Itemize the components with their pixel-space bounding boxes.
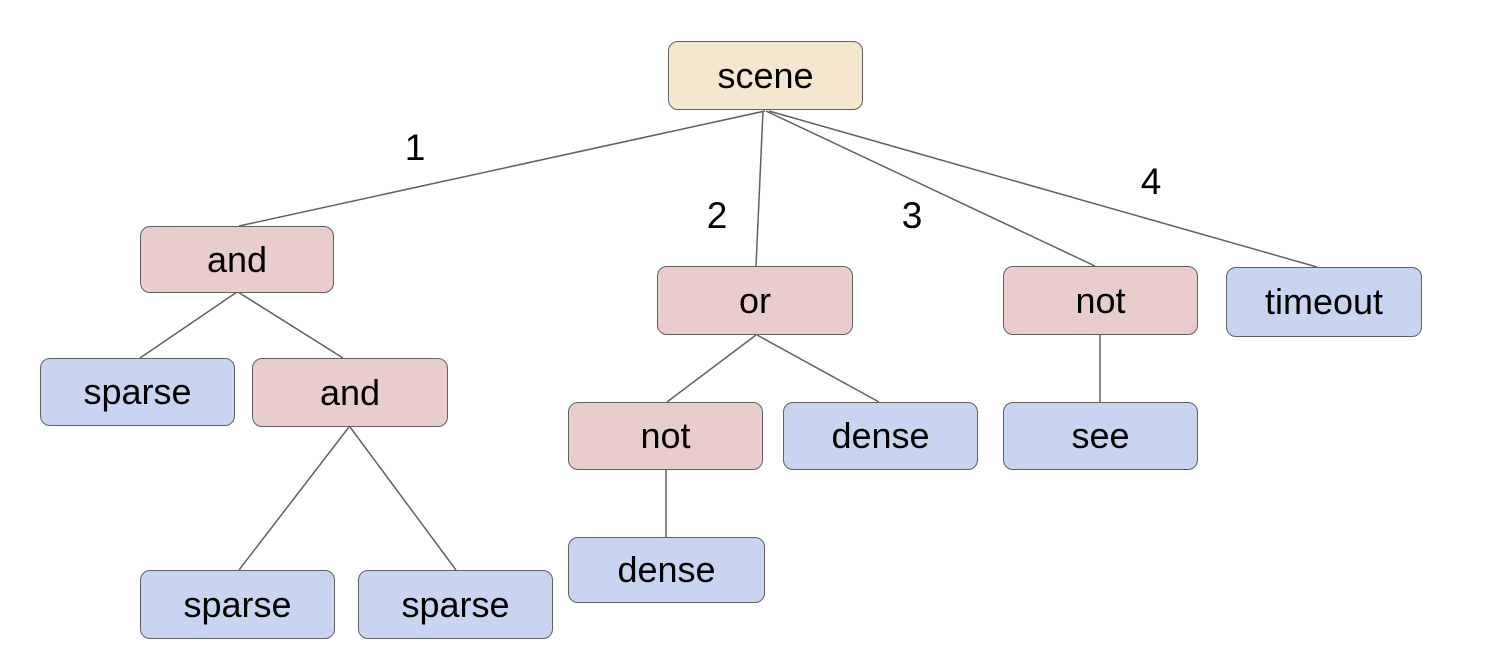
node-timeout-1: timeout xyxy=(1226,267,1422,337)
edge-and-2-sparse-3 xyxy=(349,426,457,571)
edge-and-2-sparse-2 xyxy=(238,426,350,571)
edge-scene-or-1 xyxy=(755,110,764,267)
node-and-2-label: and xyxy=(319,371,381,413)
node-dense-2: dense xyxy=(568,537,765,603)
node-not-1-label: not xyxy=(1075,279,1126,321)
node-or-1: or xyxy=(657,266,853,335)
edge-scene-and-1 xyxy=(238,110,766,227)
node-timeout-1-label: timeout xyxy=(1264,281,1384,322)
node-and-1-label: and xyxy=(206,238,268,280)
node-dense-1-label: dense xyxy=(831,415,930,456)
edge-scene-timeout-1 xyxy=(768,110,1318,268)
node-or-1-label: or xyxy=(738,279,771,321)
node-and-2: and xyxy=(252,358,448,427)
node-sparse-3: sparse xyxy=(358,570,553,639)
node-sparse-1-label: sparse xyxy=(83,371,192,412)
edge-label-3: 3 xyxy=(901,195,923,236)
node-scene-label: scene xyxy=(717,54,814,96)
node-and-1: and xyxy=(140,226,334,293)
edge-label-4: 4 xyxy=(1140,161,1162,202)
node-not-2: not xyxy=(568,402,763,470)
node-sparse-3-label: sparse xyxy=(401,583,510,625)
node-not-1: not xyxy=(1003,266,1198,335)
edge-and-1-and-2 xyxy=(237,291,344,359)
node-sparse-2-label: sparse xyxy=(183,583,292,625)
edge-scene-not-1 xyxy=(765,110,1096,267)
edge-and-1-sparse-1 xyxy=(139,291,238,359)
node-dense-2-label: dense xyxy=(617,549,716,590)
edge-label-2: 2 xyxy=(706,195,728,236)
node-see-1-label: see xyxy=(1071,415,1130,456)
edge-or-1-not-2 xyxy=(666,334,757,403)
node-see-1: see xyxy=(1003,402,1198,470)
node-sparse-1: sparse xyxy=(40,358,235,426)
edge-or-1-dense-1 xyxy=(756,334,880,403)
node-not-2-label: not xyxy=(640,415,691,456)
edge-label-1: 1 xyxy=(404,127,426,168)
node-sparse-2: sparse xyxy=(140,570,335,639)
node-dense-1: dense xyxy=(783,402,978,470)
node-scene: scene xyxy=(668,41,863,110)
